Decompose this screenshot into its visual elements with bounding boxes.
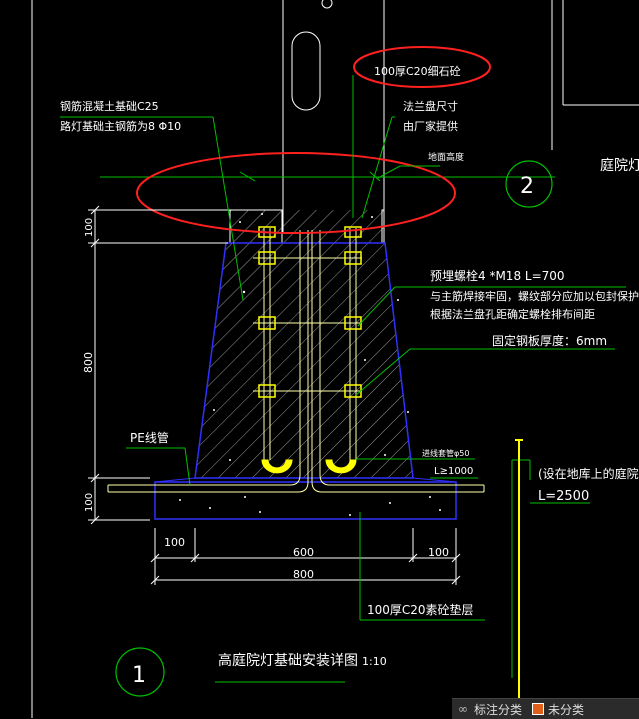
dimensions-vertical bbox=[88, 205, 240, 525]
dimensions-horizontal bbox=[150, 528, 461, 585]
label-plate: 固定钢板厚度：6mm bbox=[492, 333, 607, 348]
label-bolt-main: 预埋螺栓4 *M18 L=700 bbox=[430, 268, 565, 283]
label-basement: (设在地库上的庭院灯 bbox=[538, 466, 639, 481]
label-concrete-2: 路灯基础主钢筋为8 Φ10 bbox=[60, 119, 181, 133]
drawing-scale: 1:10 bbox=[362, 655, 387, 668]
label-flange-2: 由厂家提供 bbox=[403, 119, 458, 133]
dim-h-bot: 100 bbox=[84, 493, 95, 512]
dim-w-mid: 600 bbox=[293, 546, 314, 559]
ref-label: 庭院灯 bbox=[600, 157, 639, 174]
ref-number: 2 bbox=[520, 174, 534, 199]
l-marker bbox=[515, 439, 523, 705]
label-len-2500: L=2500 bbox=[538, 489, 589, 504]
category-icon: ∞ bbox=[458, 702, 468, 716]
anchor-bolts bbox=[253, 228, 362, 460]
bolt-hooks bbox=[261, 459, 357, 474]
category-label: 标注分类 bbox=[474, 702, 523, 717]
dim-w-right: 100 bbox=[428, 546, 449, 559]
concrete-speckles bbox=[179, 213, 441, 516]
dim-w-total: 800 bbox=[293, 568, 314, 581]
label-flange-1: 法兰盘尺寸 bbox=[403, 99, 458, 113]
pe-pipe bbox=[107, 230, 485, 493]
annotation-category-bar[interactable]: ∞ 标注分类 未分类 bbox=[452, 698, 639, 719]
category-color-swatch[interactable] bbox=[532, 703, 545, 715]
dim-w-left: 100 bbox=[164, 536, 185, 549]
view-number: 1 bbox=[132, 663, 146, 688]
label-ground: 地面高度 bbox=[428, 151, 464, 163]
label-bolt-note-2: 根据法兰盘孔距确定螺栓排布间距 bbox=[430, 307, 595, 321]
dim-h-mid: 800 bbox=[82, 352, 95, 373]
drawing-title: 高庭院灯基础安装详图 bbox=[218, 652, 358, 669]
category-value[interactable]: 未分类 bbox=[548, 702, 585, 717]
label-c20-bottom: 100厚C20素砼垫层 bbox=[367, 602, 474, 617]
dim-h-top: 100 bbox=[84, 218, 95, 237]
annotations: 100厚C20细石砼 钢筋混凝土基础C25 路灯基础主钢筋为8 Φ10 法兰盘尺… bbox=[60, 65, 639, 688]
lamp-pole bbox=[282, 0, 385, 232]
label-concrete-1: 钢筋混凝土基础C25 bbox=[60, 99, 159, 113]
sheet-frame bbox=[31, 0, 639, 718]
label-c20-top: 100厚C20细石砼 bbox=[374, 65, 461, 78]
label-pe-pipe: PE线管 bbox=[130, 430, 169, 445]
foundation-body bbox=[154, 210, 457, 520]
label-bolt-note-1: 与主筋焊接牢固，螺纹部分应加以包封保护 bbox=[430, 289, 639, 303]
leader-lines bbox=[60, 75, 626, 683]
view-circles bbox=[115, 160, 553, 697]
label-len-1000: L≥1000 bbox=[434, 466, 473, 477]
red-markups bbox=[136, 46, 491, 234]
label-rebar-hook: 进线套管φ50 bbox=[422, 448, 469, 458]
